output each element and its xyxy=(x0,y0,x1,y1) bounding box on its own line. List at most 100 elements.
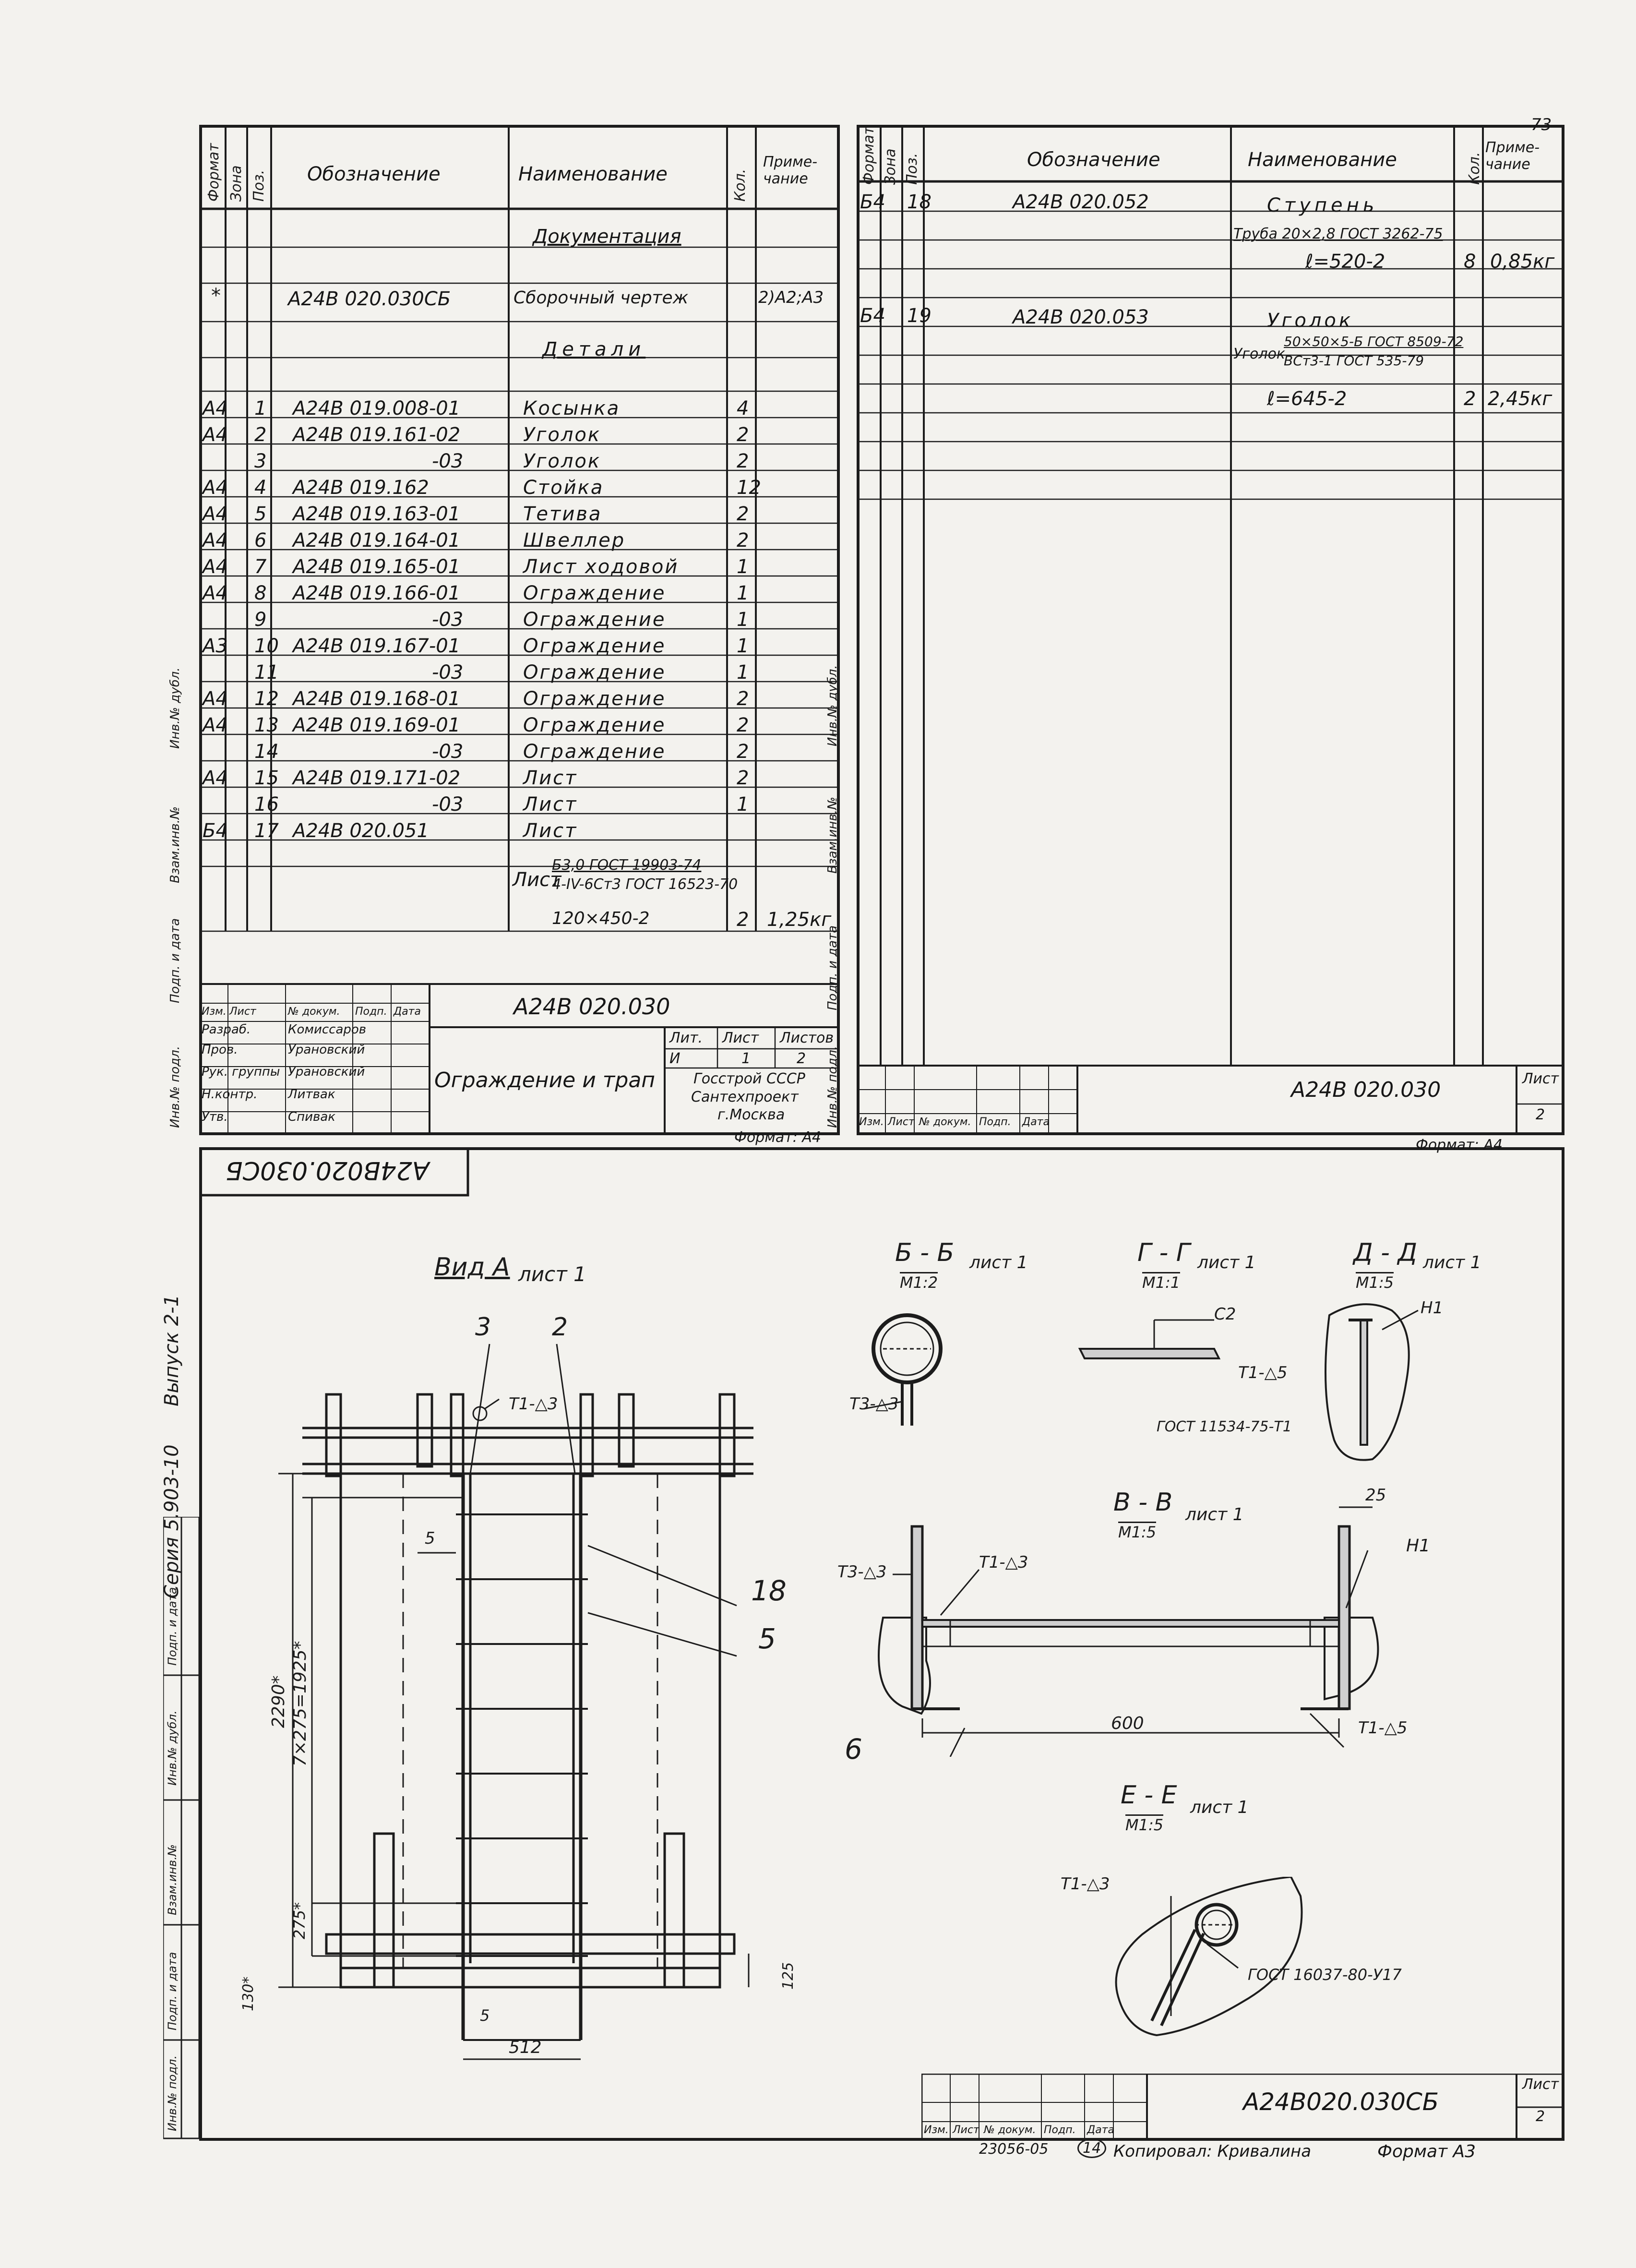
row-quantity: 1 xyxy=(737,661,749,684)
row-sb-fmt: * xyxy=(211,285,221,307)
row-name: Лист ходовой xyxy=(523,556,679,578)
view-a-sheet: лист 1 xyxy=(518,1262,586,1286)
right-side-inv-dubl: Инв.№ дубл. xyxy=(825,665,840,746)
callout-3: 3 xyxy=(475,1313,491,1342)
row-format: А4 xyxy=(203,424,228,446)
left-stamp-sheets-label: Листов xyxy=(780,1030,834,1046)
right-stamp-sheet: 2 xyxy=(1536,1106,1545,1123)
left-stamp-head-doc: № докум. xyxy=(288,1006,340,1018)
r19-spec1: 50×50×5-Б ГОСТ 8509-72 xyxy=(1284,334,1464,349)
side-label-inv-dubl: Инв.№ дубл. xyxy=(168,667,182,749)
r18-len: ℓ=520-2 xyxy=(1305,251,1385,273)
row-designation: А24В 019.168-01 xyxy=(293,688,461,710)
left-header-qty: Кол. xyxy=(732,168,749,202)
row-designation: -03 xyxy=(432,450,464,472)
right-header-name: Наименование xyxy=(1248,149,1397,171)
r19-qty: 2 xyxy=(1464,388,1476,410)
row-docs-name: Документация xyxy=(533,226,681,248)
left-header-note: Приме-чание xyxy=(763,154,818,187)
left-stamp-sheet: 1 xyxy=(741,1050,751,1067)
section-bb-drawing xyxy=(864,1313,943,1426)
section-ee-title: Е - Е xyxy=(1121,1781,1177,1810)
row-quantity: 4 xyxy=(737,397,749,420)
main-stamp-format: Формат А3 xyxy=(1377,2142,1476,2161)
row-name: Лист xyxy=(523,767,578,789)
right-stamp-head-doc: № докум. xyxy=(919,1116,971,1128)
row-position: 6 xyxy=(254,529,267,552)
row-designation: -03 xyxy=(432,741,464,763)
section-bb-title: Б - Б xyxy=(895,1238,955,1267)
callout-5: 5 xyxy=(758,1622,776,1655)
drawing-side-podp-data-2: Подп. и дата xyxy=(166,1587,179,1666)
section-gg-sheet: лист 1 xyxy=(1197,1253,1256,1272)
row-designation: -03 xyxy=(432,793,464,816)
row-designation: А24В 019.161-02 xyxy=(293,424,461,446)
dim-125: 125 xyxy=(780,1962,797,1990)
section-vv-scale: М1:5 xyxy=(1118,1522,1157,1541)
row-designation: А24В 019.167-01 xyxy=(293,635,461,657)
section-vv-dim600: 600 xyxy=(1111,1714,1144,1733)
main-stamp-sheet-label: Лист xyxy=(1522,2076,1559,2093)
r18-note: 0,85кг xyxy=(1490,251,1555,273)
section-gg-drawing xyxy=(1078,1319,1221,1359)
section-dd-sheet: лист 1 xyxy=(1423,1253,1481,1272)
drawing-side-column xyxy=(163,1517,200,2139)
r19-fmt: Б4 xyxy=(860,305,885,327)
right-side-inv-podl: Инв.№ подл. xyxy=(825,1045,840,1128)
row-quantity: 2 xyxy=(737,503,749,525)
row-format: А4 xyxy=(203,767,228,789)
section-ee-gost: ГОСТ 16037-80-У17 xyxy=(1248,1966,1402,1984)
row-quantity: 1 xyxy=(737,582,749,604)
row-format: А4 xyxy=(203,714,228,736)
dim-5: 5 xyxy=(425,1529,435,1548)
section-gg-weld: С2 xyxy=(1214,1305,1236,1324)
stamp-role: Н.контр. xyxy=(202,1087,258,1102)
row-sb-des: А24В 020.030СБ xyxy=(288,288,451,310)
right-header-format: Формат xyxy=(860,126,877,185)
r19-prefix: Уголок xyxy=(1233,346,1286,362)
row-quantity: 2 xyxy=(737,741,749,763)
row-quantity: 1 xyxy=(737,793,749,816)
left-stamp-lit: И xyxy=(669,1050,681,1067)
row-quantity: 2 xyxy=(737,688,749,710)
dim-512: 512 xyxy=(509,2038,542,2057)
section-bb-scale: М1:2 xyxy=(900,1272,938,1292)
right-stamp-format: Формат: А4 xyxy=(1416,1137,1503,1153)
main-stamp-head-doc: № докум. xyxy=(984,2124,1036,2136)
row-designation: А24В 020.051 xyxy=(293,820,429,842)
right-header-zone: Зона xyxy=(882,148,899,185)
row-name: Ограждение xyxy=(523,741,666,763)
r18-fmt: Б4 xyxy=(860,191,885,213)
right-side-podp-data: Подп. и дата xyxy=(825,925,840,1010)
row-position: 14 xyxy=(254,741,279,763)
row-position: 3 xyxy=(254,450,267,472)
r19-len: ℓ=645-2 xyxy=(1267,388,1347,410)
section-vv-dim25: 25 xyxy=(1365,1486,1386,1505)
main-stamp-inv-number: 23056-05 xyxy=(979,2141,1049,2158)
r18-spec: Труба 20×2,8 ГОСТ 3262-75 xyxy=(1233,226,1443,242)
row-name: Ограждение xyxy=(523,582,666,604)
row-designation: А24В 019.162 xyxy=(293,477,429,499)
section-ee-scale: М1:5 xyxy=(1125,1814,1164,1834)
left-stamp-title: Ограждение и трап xyxy=(434,1068,656,1092)
stamp-role: Разраб. xyxy=(202,1022,251,1037)
drawing-side-inv-dubl: Инв.№ дубл. xyxy=(166,1710,179,1786)
main-stamp-code: А24В020.030СБ xyxy=(1243,2088,1439,2116)
row-name: Ограждение xyxy=(523,714,666,736)
dim-2290: 2290* xyxy=(269,1675,288,1728)
r19-pos: 19 xyxy=(907,305,931,327)
row-position: 15 xyxy=(254,767,279,789)
stamp-role: Рук. группы xyxy=(202,1065,280,1079)
section-dd-scale: М1:5 xyxy=(1356,1272,1394,1292)
row-position: 12 xyxy=(254,688,279,710)
left-stamp-lit-label: Лит. xyxy=(669,1030,703,1046)
left-table-grid xyxy=(199,125,840,1135)
left-stamp-code: А24В 020.030 xyxy=(513,994,670,1020)
drawing-side-podp-data: Подп. и дата xyxy=(166,1952,179,2031)
r18-name: Ступень xyxy=(1267,194,1378,216)
r18-pos: 18 xyxy=(907,191,931,213)
right-header-pos: Поз. xyxy=(904,153,920,185)
section-vv-t1-5: Т1-△5 xyxy=(1358,1718,1408,1738)
callout-18: 18 xyxy=(751,1574,787,1607)
section-vv-sheet: лист 1 xyxy=(1185,1505,1244,1524)
